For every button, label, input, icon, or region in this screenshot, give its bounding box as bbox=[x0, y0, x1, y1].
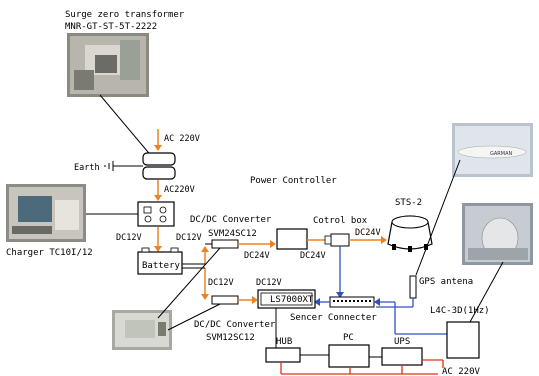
ups-ac-line bbox=[422, 360, 443, 368]
gps-device-photo: GARMAN bbox=[452, 123, 533, 177]
pc-box bbox=[329, 345, 369, 367]
earth-connection bbox=[105, 161, 143, 171]
charger-label: Charger TC10I/12 bbox=[6, 248, 93, 258]
battery-to-dcdc2-arrow bbox=[182, 268, 209, 300]
dcdc1-to-powerctl-arrow bbox=[238, 240, 276, 248]
transformer-title: Surge zero transformer bbox=[65, 10, 185, 20]
ac220v-arrow bbox=[154, 180, 162, 201]
ac-input-arrow bbox=[154, 129, 162, 151]
dcdc1-symbol bbox=[205, 240, 238, 248]
transformer-photo bbox=[67, 33, 149, 97]
cotrol-box-label: Cotrol box bbox=[313, 216, 368, 226]
dc24v-label-c: DC24V bbox=[355, 228, 381, 238]
l4c-3d-label: L4C-3D(1Hz) bbox=[430, 306, 490, 316]
dc24v-label-b: DC24V bbox=[300, 251, 326, 261]
dc12v-label-d: DC12V bbox=[256, 278, 282, 288]
gps-device-text: GARMAN bbox=[490, 151, 513, 157]
battery-label: Battery bbox=[142, 261, 181, 271]
l4c-to-sencer-signal bbox=[374, 298, 447, 334]
seismometer-photo bbox=[462, 203, 533, 265]
dc12v-label-a: DC12V bbox=[116, 233, 142, 243]
dcdc2-to-ls7000-arrow bbox=[238, 296, 258, 304]
dcdc2-label: DC/DC Converter bbox=[194, 320, 276, 330]
hub-label: HUB bbox=[276, 337, 292, 347]
pc-label: PC bbox=[343, 333, 354, 343]
charger-box bbox=[138, 202, 174, 226]
sencer-to-ls7000-signal bbox=[314, 298, 330, 306]
charger-battery-arrow bbox=[154, 227, 162, 252]
sts2-seismometer bbox=[388, 216, 432, 252]
sencer-connecter bbox=[330, 297, 374, 307]
battery-to-dcdc1-arrow bbox=[182, 246, 209, 264]
power-controller-label: Power Controller bbox=[250, 176, 337, 186]
dc12v-label-c: DC12V bbox=[208, 278, 234, 288]
transformer-symbol bbox=[143, 153, 175, 179]
ls7000xt-label: LS7000XT bbox=[270, 295, 314, 305]
cotrolbox-to-sencer-signal bbox=[336, 246, 344, 298]
converter-board-photo bbox=[112, 310, 172, 350]
earth-label: Earth bbox=[74, 163, 100, 173]
dc24v-label-a: DC24V bbox=[244, 251, 270, 261]
l4c-3d-box bbox=[447, 322, 479, 358]
dc12v-label-b: DC12V bbox=[176, 233, 202, 243]
sts2-label: STS-2 bbox=[395, 198, 422, 208]
ups-box bbox=[382, 348, 422, 365]
ac220v-label: AC220V bbox=[164, 185, 195, 195]
transformer-model: MNR-GT-ST-5T-2222 bbox=[65, 22, 157, 32]
sencer-connecter-label: Sencer Connecter bbox=[290, 313, 377, 323]
ac-220v-bottom-label: AC 220V bbox=[442, 367, 481, 376]
gps-antenna-label: GPS antena bbox=[419, 277, 473, 287]
ups-label: UPS bbox=[394, 337, 410, 347]
ac-220v-top-label: AC 220V bbox=[164, 134, 200, 144]
cotrol-box bbox=[325, 234, 349, 246]
svm24-label: SVM24SC12 bbox=[208, 229, 257, 239]
hub-box bbox=[266, 348, 300, 362]
dcdc2-symbol bbox=[212, 296, 238, 304]
svm12-label: SVM12SC12 bbox=[206, 333, 255, 343]
transformer-callout-line bbox=[100, 95, 153, 158]
charger-photo bbox=[6, 184, 86, 242]
power-controller-box bbox=[277, 229, 307, 249]
dcdc1-label: DC/DC Converter bbox=[190, 215, 272, 225]
gps-antenna bbox=[410, 276, 416, 298]
